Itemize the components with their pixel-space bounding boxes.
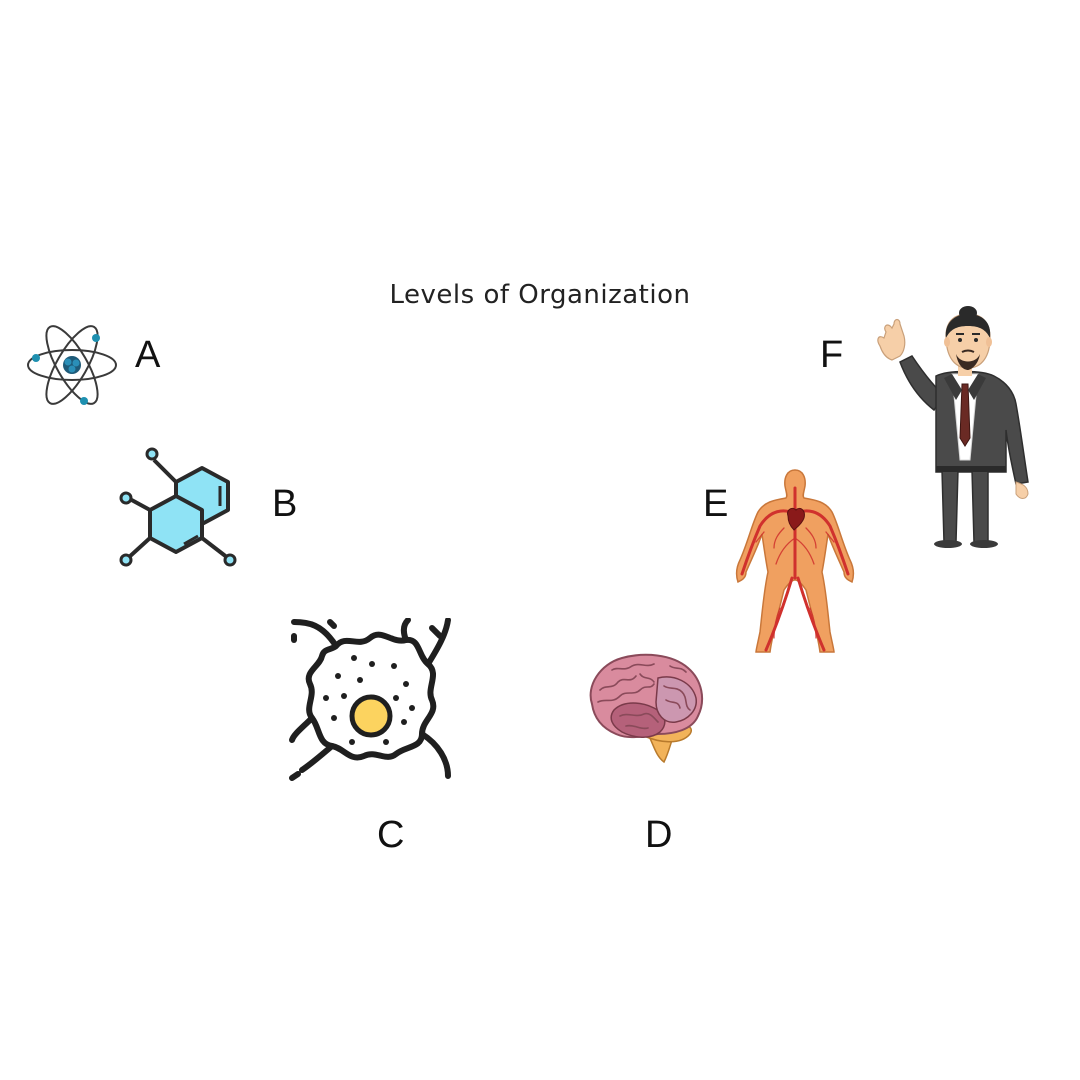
page-title: Levels of Organization xyxy=(389,280,691,310)
label-e: E xyxy=(703,483,729,525)
circulatory-system-icon xyxy=(735,469,855,653)
human-organism-icon xyxy=(877,306,1029,548)
label-b: B xyxy=(272,483,298,525)
label-c: C xyxy=(377,814,405,856)
molecule-icon xyxy=(119,447,237,567)
cell-icon xyxy=(289,618,451,781)
atom-icon xyxy=(27,325,117,405)
label-d: D xyxy=(645,814,673,856)
label-a: A xyxy=(135,334,161,376)
label-f: F xyxy=(820,334,844,376)
brain-organ-icon xyxy=(589,653,704,764)
